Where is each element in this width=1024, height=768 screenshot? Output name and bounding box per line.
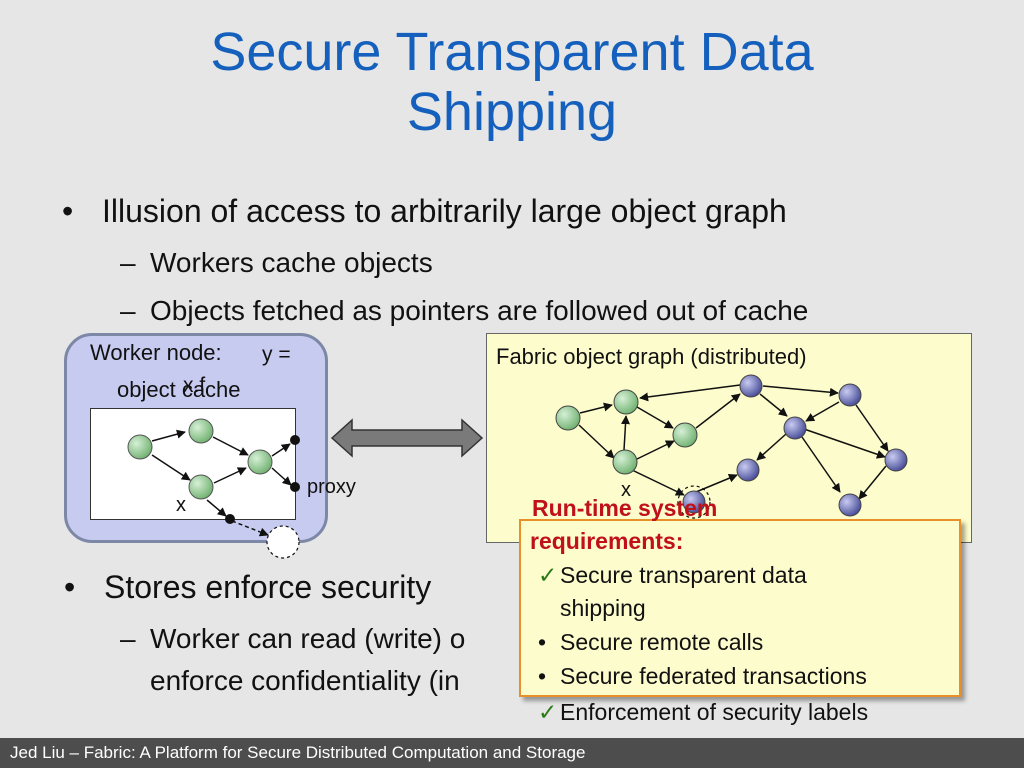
sub-bullet-2-1-text2: enforce confidentiality (in	[150, 665, 460, 696]
fetched-node-outline	[677, 485, 711, 519]
bullet-mark: •	[538, 663, 547, 689]
fabric-node	[838, 493, 862, 517]
sub-bullet-2-1: – Worker can read (write) o	[120, 622, 466, 656]
callout-heading-line1: Run-time system	[532, 495, 718, 521]
proxy-dot	[290, 435, 300, 445]
callout-item-1: ✓ Secure transparent data	[538, 561, 807, 589]
sub-bullet-mark: –	[120, 623, 136, 654]
proxy-dot	[290, 482, 300, 492]
footer-text: Jed Liu – Fabric: A Platform for Secure …	[10, 743, 586, 762]
fabric-edges	[578, 384, 889, 500]
edge	[855, 404, 889, 452]
y-label: y =	[262, 343, 291, 366]
worker-edges	[151, 429, 292, 517]
callout-item-4: ✓ Enforcement of security labels	[538, 698, 869, 726]
bullet-mark: •	[538, 629, 547, 655]
callout-item-4-text: Enforcement of security labels	[560, 699, 869, 725]
edge	[695, 473, 738, 493]
edge	[801, 436, 841, 493]
sub-bullet-1-1: – Workers cache objects	[120, 246, 433, 280]
cache-node	[127, 434, 153, 460]
bullet-1: • Illusion of access to arbitrarily larg…	[62, 192, 787, 230]
cache-node	[247, 449, 273, 475]
edge	[206, 499, 227, 517]
edge	[759, 393, 788, 417]
fabric-graph-box	[486, 333, 972, 543]
callout-item-1-text: Secure transparent data	[560, 562, 807, 588]
fabric-x-label: x	[621, 479, 631, 501]
slide-title-line1: Secure Transparent Data	[210, 22, 814, 82]
data-shipping-arrow	[330, 418, 484, 458]
bullet-2-text: Stores enforce security	[104, 569, 432, 605]
edge	[756, 433, 787, 461]
object-cache-label: object cache	[117, 377, 241, 402]
callout-item-1-cont: shipping	[560, 594, 646, 622]
edge	[762, 385, 839, 397]
sub-bullet-1-2-text: Objects fetched as pointers are followed…	[150, 295, 809, 326]
cache-node-x	[188, 474, 214, 500]
dashed-edge	[231, 520, 269, 537]
xf-label: x.f	[183, 374, 206, 397]
proxy-dot	[225, 514, 235, 524]
proxy-label: proxy	[307, 476, 356, 498]
edge	[151, 454, 191, 481]
callout-item-2-text: Secure remote calls	[560, 629, 764, 655]
edge	[271, 467, 292, 486]
check-icon: ✓	[538, 699, 558, 725]
check-icon: ✓	[538, 562, 558, 588]
slide-title-line2: Shipping	[406, 82, 618, 142]
edge	[271, 443, 291, 457]
callout-heading-line2: requirements:	[530, 528, 684, 554]
fabric-node	[736, 458, 760, 482]
edge	[803, 428, 886, 459]
bullet-1-text: Illusion of access to arbitrarily large …	[102, 193, 787, 229]
edge	[631, 469, 685, 496]
fabric-node	[555, 405, 581, 431]
sub-bullet-mark: –	[120, 247, 136, 278]
fabric-node	[783, 416, 807, 440]
edge	[639, 384, 741, 402]
fabric-graph-title: Fabric object graph (distributed)	[496, 344, 807, 369]
edge	[151, 429, 186, 442]
cache-node	[188, 418, 214, 444]
bullet-mark: •	[62, 193, 74, 229]
callout-item-3-text: Secure federated transactions	[560, 663, 867, 689]
sub-bullet-2-1-text: Worker can read (write) o	[150, 623, 466, 654]
callout-item-2: • Secure remote calls	[538, 628, 764, 656]
edge	[805, 401, 840, 422]
edge	[858, 465, 887, 500]
fabric-node	[838, 383, 862, 407]
fabric-node-x	[612, 449, 638, 475]
sub-bullet-1-2: – Objects fetched as pointers are follow…	[120, 294, 809, 328]
edge	[578, 424, 615, 459]
x-label: x	[176, 494, 186, 516]
edge	[213, 467, 247, 484]
fabric-node	[672, 422, 698, 448]
callout-item-1-text2: shipping	[560, 595, 646, 621]
sub-bullet-2-1-cont: enforce confidentiality (in	[150, 664, 460, 698]
edge	[579, 402, 613, 414]
fabric-node	[739, 374, 763, 398]
edge	[636, 440, 675, 460]
slide-title: Secure Transparent Data Shipping	[0, 22, 1024, 142]
worker-node-title: Worker node:	[90, 340, 222, 365]
bullet-mark: •	[64, 569, 76, 605]
sub-bullet-1-1-text: Workers cache objects	[150, 247, 433, 278]
edge	[636, 406, 674, 429]
callout-item-3: • Secure federated transactions	[538, 662, 867, 690]
edge	[212, 436, 249, 456]
sub-bullet-mark: –	[120, 295, 136, 326]
edge	[695, 393, 741, 429]
fabric-node	[884, 448, 908, 472]
edge	[621, 415, 631, 451]
fabric-node-fetched	[682, 490, 706, 514]
runtime-requirements-callout	[519, 519, 961, 697]
remote-object-placeholder	[266, 525, 300, 559]
slide-footer: Jed Liu – Fabric: A Platform for Secure …	[0, 738, 1024, 768]
bullet-2: • Stores enforce security	[64, 568, 432, 606]
fabric-node	[613, 389, 639, 415]
